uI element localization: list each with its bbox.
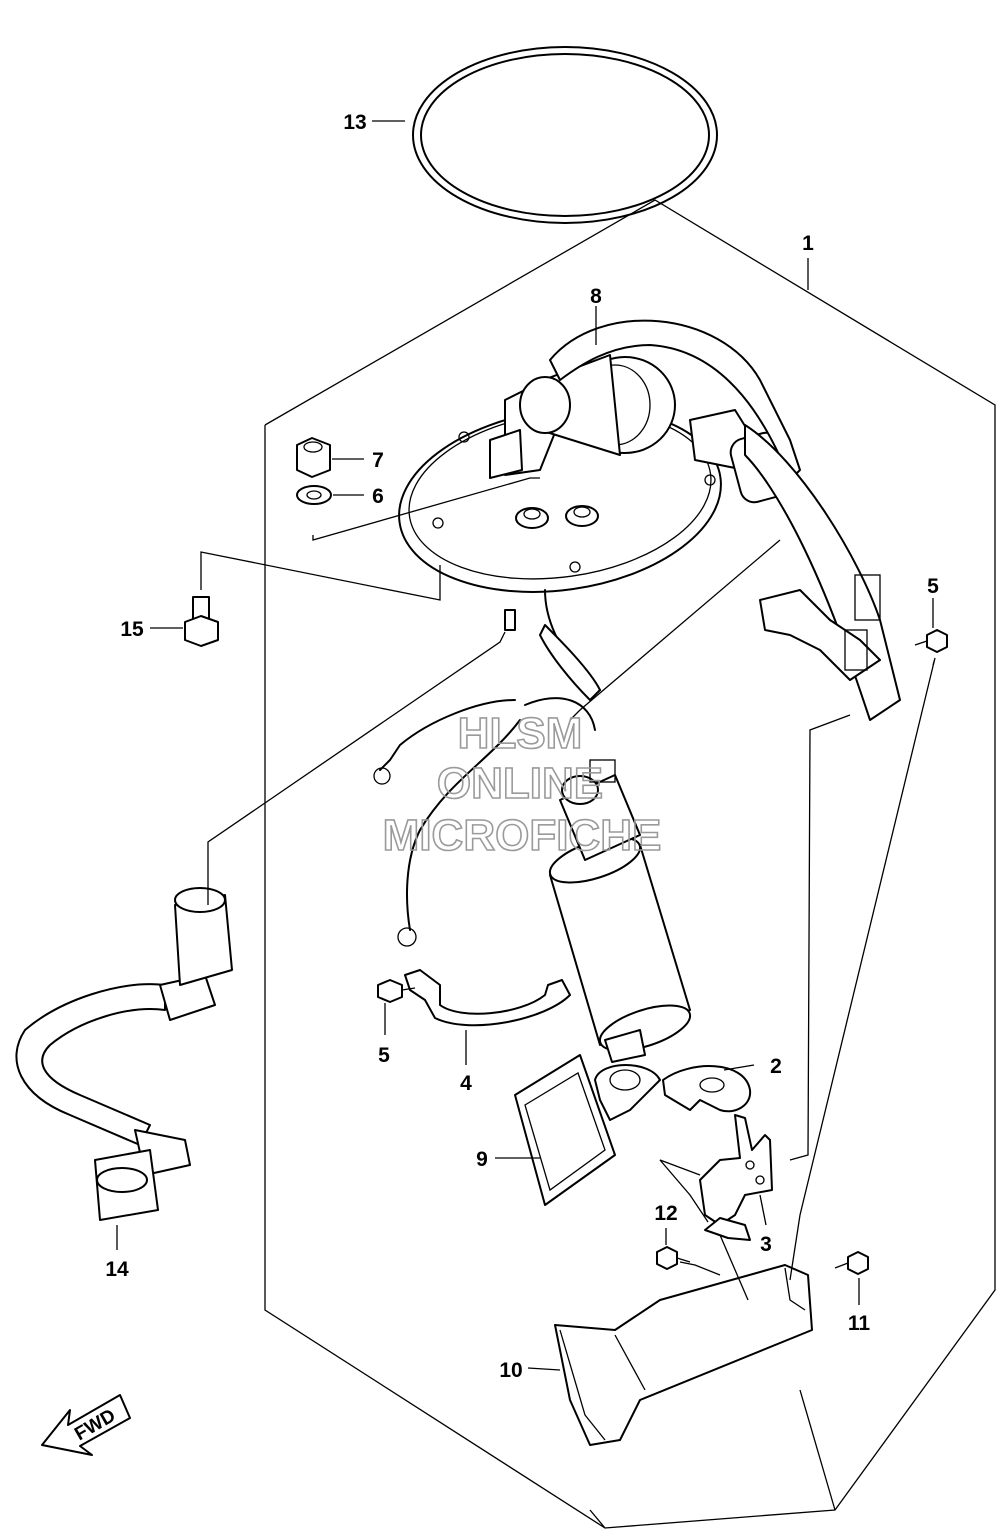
callout-14[interactable]: 14 [105, 1258, 129, 1281]
fwd-arrow: FWD [41, 1394, 131, 1456]
callout-5-right[interactable]: 5 [927, 575, 939, 598]
screw-11[interactable] [834, 1251, 869, 1275]
callout-6[interactable]: 6 [372, 485, 384, 508]
watermark-line-3: MICROFICHE [383, 811, 662, 860]
callout-3[interactable]: 3 [760, 1233, 772, 1256]
assembly-inner-edge-2 [589, 1509, 606, 1529]
callout-11[interactable]: 11 [848, 1312, 871, 1335]
wiring-harness [373, 589, 601, 947]
pump-clamp-4[interactable] [404, 969, 571, 1027]
screw-5-left[interactable] [377, 979, 416, 1003]
callout-8[interactable]: 8 [590, 285, 602, 308]
fuel-filter-9[interactable] [514, 1054, 661, 1206]
callout-2[interactable]: 2 [770, 1055, 782, 1078]
screw-12[interactable] [656, 1246, 691, 1270]
washer-6[interactable] [296, 485, 332, 505]
assembly-inner-edge [799, 1389, 836, 1511]
callout-4[interactable]: 4 [460, 1072, 472, 1095]
callout-9[interactable]: 9 [476, 1148, 488, 1171]
callout-7[interactable]: 7 [372, 449, 384, 472]
watermark-line-2: ONLINE [437, 759, 603, 808]
callout-13[interactable]: 13 [343, 111, 366, 134]
callout-12[interactable]: 12 [654, 1202, 677, 1225]
pump-plate-assembly[interactable] [387, 354, 793, 612]
hose-14[interactable] [15, 887, 233, 1221]
fuel-pump[interactable] [545, 759, 696, 1063]
watermark: HLSM ONLINE MICROFICHE [382, 708, 662, 861]
watermark-line-1: HLSM [458, 709, 583, 758]
nut-7[interactable] [296, 437, 331, 478]
protector-10[interactable] [554, 1264, 813, 1446]
assembly-outline [264, 199, 996, 1529]
part-labels: 13 1 8 7 6 15 5 5 2 4 9 3 12 11 14 10 [105, 111, 939, 1382]
fuel-hose-8[interactable] [549, 319, 901, 721]
o-ring-13[interactable] [412, 46, 718, 224]
leader-lines [116, 120, 936, 1371]
callout-1[interactable]: 1 [802, 232, 814, 255]
callout-10[interactable]: 10 [499, 1359, 522, 1382]
cushion-2[interactable] [662, 1065, 752, 1113]
bolt-15[interactable] [184, 596, 219, 647]
bracket-3[interactable] [699, 1114, 773, 1241]
callout-15[interactable]: 15 [120, 618, 144, 641]
screw-5-right[interactable] [914, 629, 948, 653]
callout-5-left[interactable]: 5 [378, 1044, 390, 1067]
